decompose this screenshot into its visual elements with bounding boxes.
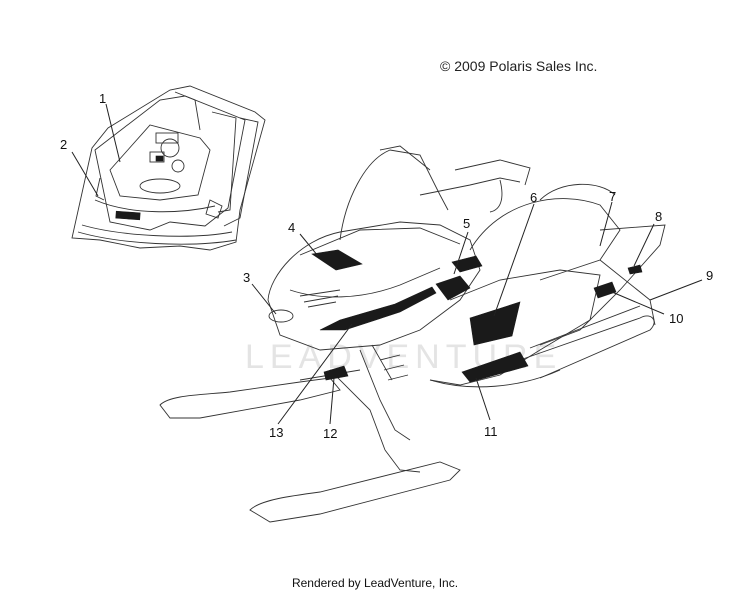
decal-10-rear-side	[593, 281, 617, 299]
leader-lines	[71, 103, 703, 425]
decal-5b-side-upper	[451, 255, 483, 273]
callout-12: 12	[323, 426, 337, 441]
decal-11-lower-panel	[461, 351, 529, 383]
callout-2: 2	[60, 137, 67, 152]
callout-10: 10	[669, 311, 683, 326]
callout-4: 4	[288, 220, 295, 235]
callout-6: 6	[530, 190, 537, 205]
decal-13-hood-stripe	[319, 286, 437, 331]
footer-credit: Rendered by LeadVenture, Inc.	[291, 576, 459, 590]
callout-5: 5	[463, 216, 470, 231]
callout-8: 8	[655, 209, 662, 224]
inset-decal-label	[155, 155, 164, 162]
inset-decal-front	[115, 210, 141, 221]
callout-11: 11	[484, 424, 498, 439]
decal-12-front-lower	[323, 365, 349, 381]
decal-4-hood-top	[311, 249, 363, 271]
decal-5-side-upper	[435, 275, 471, 301]
callout-3: 3	[243, 270, 250, 285]
callout-1: 1	[99, 91, 106, 106]
callout-numbers: 1 2 3 4 5 6 7 8 9 10 11 12 13	[60, 91, 713, 441]
copyright-notice: © 2009 Polaris Sales Inc.	[440, 58, 598, 74]
snowmobile-drawing	[159, 145, 666, 523]
callout-7: 7	[609, 189, 616, 204]
inset-console-drawing	[71, 85, 266, 251]
callout-13: 13	[269, 425, 283, 440]
callout-9: 9	[706, 268, 713, 283]
decal-6-side-panel	[469, 301, 521, 346]
decal-8-rear-small	[627, 264, 643, 275]
